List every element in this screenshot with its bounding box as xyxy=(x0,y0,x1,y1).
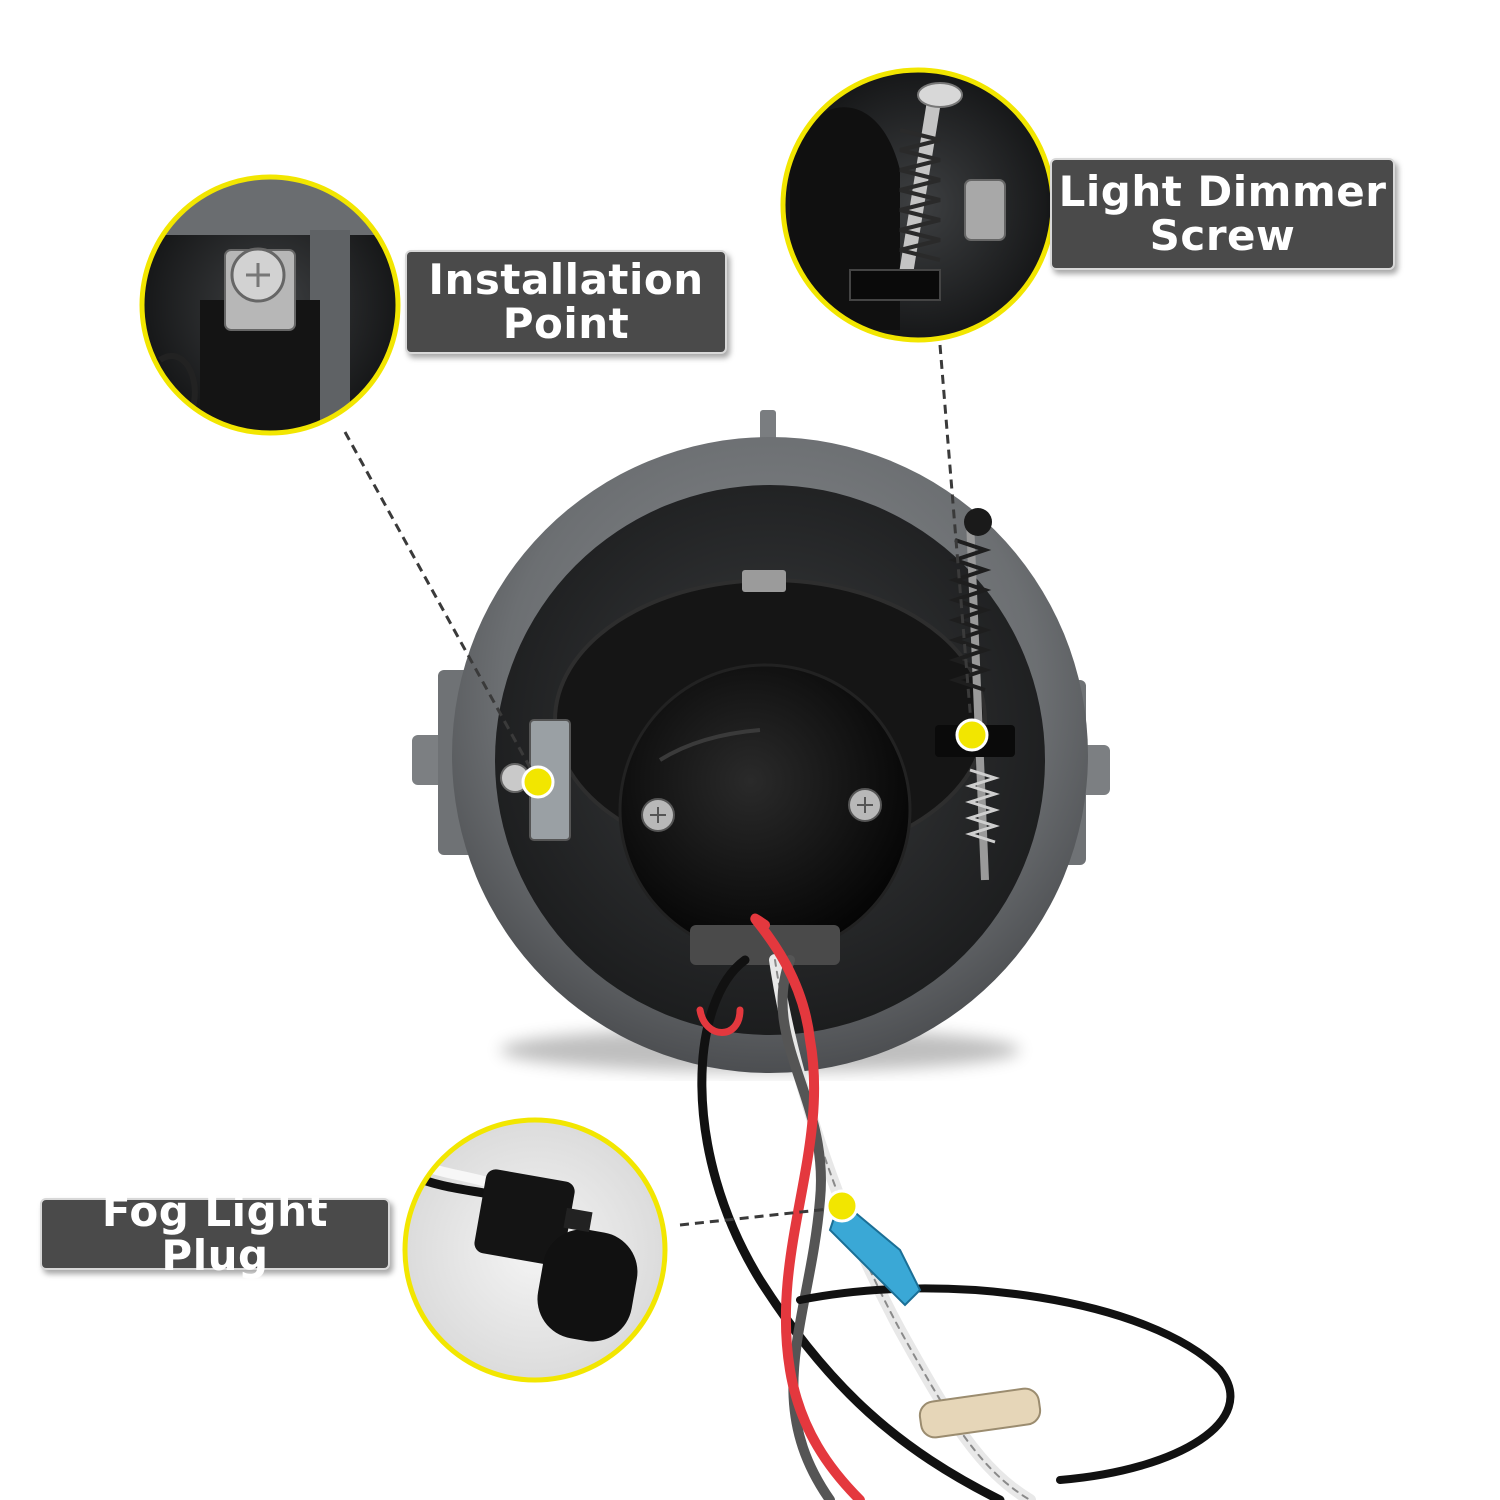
cap-highlight xyxy=(658,728,761,762)
top-connector xyxy=(742,570,786,592)
label-fog-light-plug: Fog Light Plug xyxy=(40,1190,390,1278)
label-plug-text: Fog Light Plug xyxy=(101,1187,329,1280)
red-wire xyxy=(750,913,865,1500)
braided-wire xyxy=(777,955,835,1500)
zoom-plug-icon xyxy=(474,1169,575,1266)
label-dimmer-line2: Screw xyxy=(1149,211,1296,260)
marker-dimmer-screw xyxy=(955,718,989,752)
label-installation-line2: Point xyxy=(502,299,630,348)
black-lead-wire xyxy=(796,1284,1235,1484)
marker-fog-light-plug xyxy=(825,1189,859,1223)
clear-butt-connector xyxy=(918,1387,1042,1439)
leader-dimmer xyxy=(938,344,974,736)
label-installation-line1: Installation xyxy=(428,255,704,304)
blue-spade-connector xyxy=(828,1198,922,1307)
leader-installation xyxy=(343,431,540,783)
zoom-light-dimmer-screw xyxy=(780,67,1056,343)
zoom-fog-light-plug xyxy=(402,1117,668,1383)
zoom-installation-point xyxy=(139,174,401,436)
marker-installation-point xyxy=(521,765,555,799)
wire-exit-plate xyxy=(690,925,840,965)
label-light-dimmer-screw: Light Dimmer Screw xyxy=(1050,158,1395,270)
fog-light-housing xyxy=(412,410,1110,1073)
label-installation-point: Installation Point xyxy=(405,250,727,354)
leader-lines xyxy=(343,344,974,1227)
label-dimmer-line1: Light Dimmer xyxy=(1058,167,1387,216)
wiring-harness xyxy=(696,913,1235,1500)
leader-plug xyxy=(679,1206,839,1227)
